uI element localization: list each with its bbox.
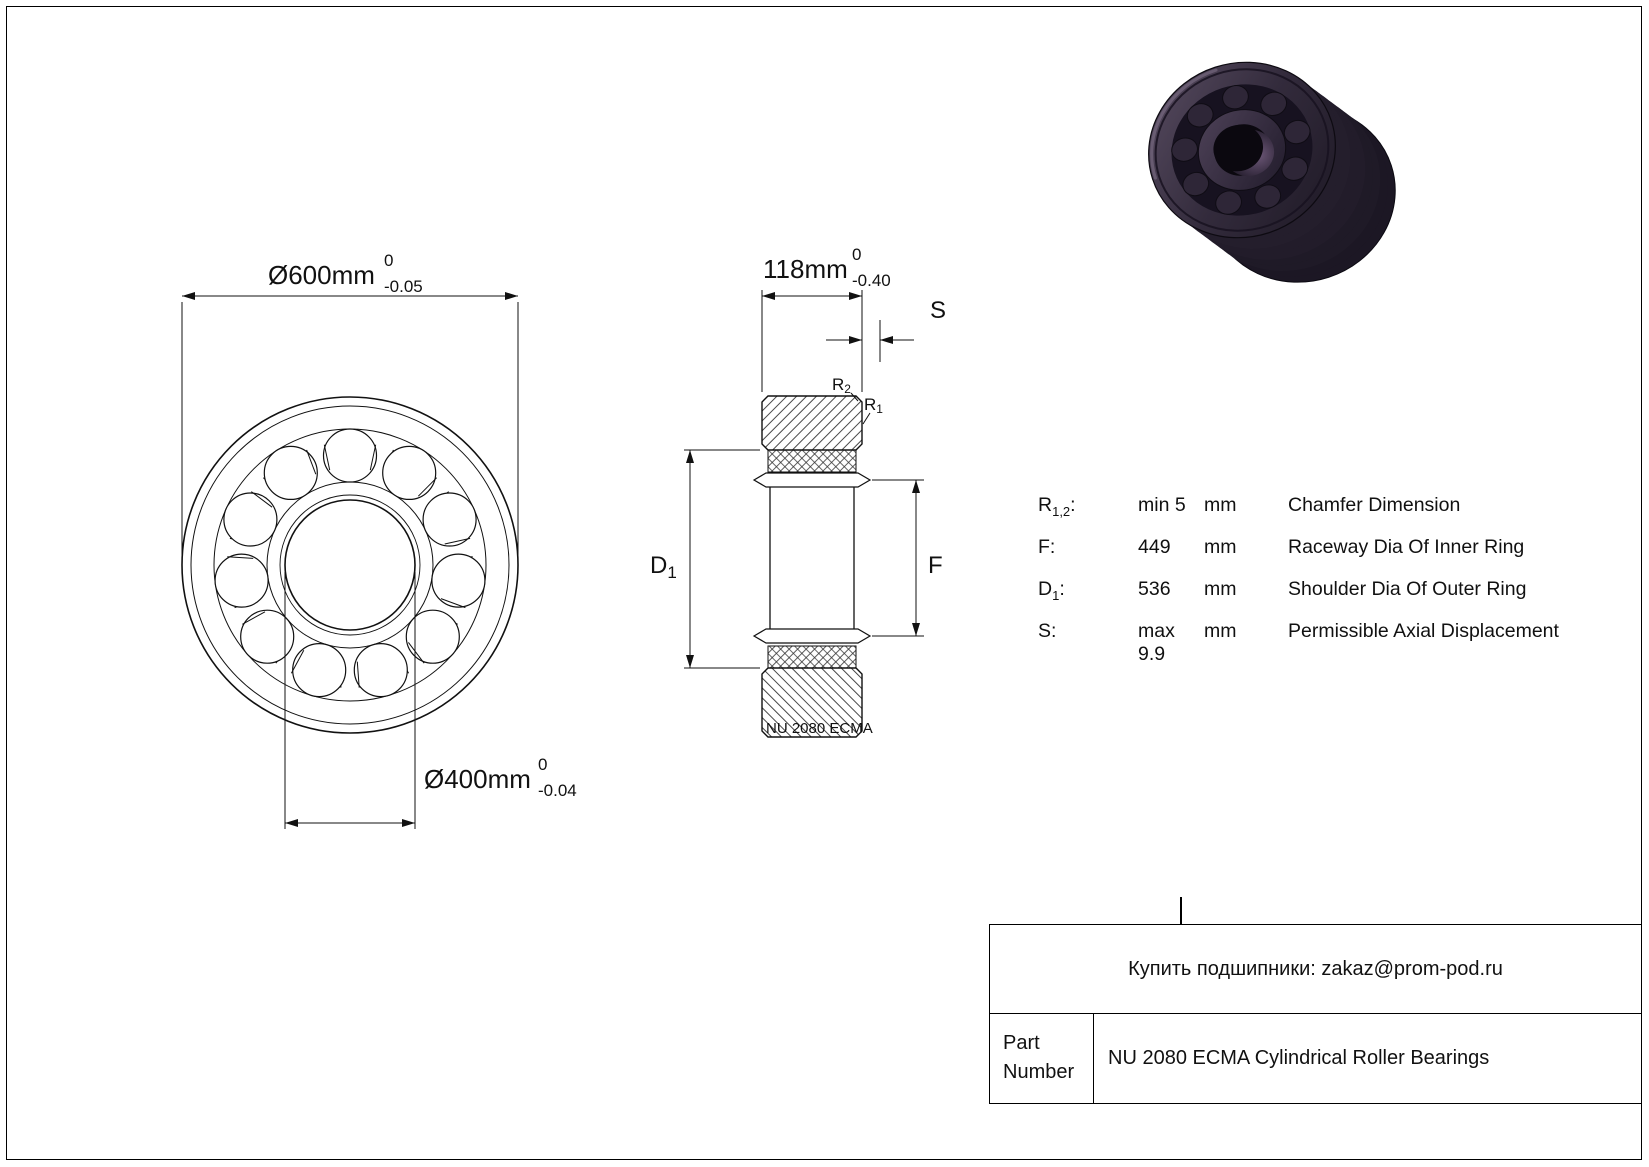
axial-displacement-label: S <box>930 297 946 324</box>
rim-highlight <box>1150 68 1218 180</box>
watermark-text: NU 2080 ECMA <box>766 720 873 737</box>
front-view <box>181 396 519 734</box>
arrowhead <box>762 292 775 300</box>
bore-diameter-tol-top: 0 <box>538 755 547 774</box>
arrowhead <box>880 336 893 344</box>
outer-diameter-text: Ø600mm <box>268 260 375 290</box>
section-view: NU 2080 ECMA <box>752 395 873 738</box>
shoulder-diameter-label: D1 <box>650 552 677 582</box>
table-row: D1: 536 mm Shoulder Dia Of Outer Ring <box>1038 578 1620 603</box>
shoulder-diameter-dimension <box>684 449 760 669</box>
arrowhead <box>849 292 862 300</box>
table-row: F: 449 mm Raceway Dia Of Inner Ring <box>1038 536 1620 561</box>
spec-param: D1: <box>1038 577 1065 603</box>
width-tol-bottom: -0.40 <box>852 271 891 290</box>
spec-value: 449 <box>1138 535 1171 558</box>
spec-param: S: <box>1038 619 1057 642</box>
cage-section-bottom <box>767 645 857 669</box>
part-number-value-cell: NU 2080 ECMA Cylindrical Roller Bearings <box>1094 1014 1641 1103</box>
raceway-edge-bottom <box>752 628 872 644</box>
chamfer-r2-label: R2 <box>832 375 851 396</box>
arrowhead <box>686 450 694 463</box>
bearing-3d-render <box>1148 61 1396 283</box>
roller-section <box>769 479 855 637</box>
spec-description: Raceway Dia Of Inner Ring <box>1288 535 1525 558</box>
spec-value: max 9.9 <box>1138 619 1175 665</box>
rollers-3d <box>1171 85 1311 215</box>
spec-unit: mm <box>1204 619 1237 642</box>
arrowhead <box>285 819 298 827</box>
arrowhead <box>505 292 518 300</box>
r2-leader-line <box>850 392 859 402</box>
spec-param: R1,2: <box>1038 494 1076 519</box>
arrowhead <box>686 655 694 668</box>
cage-section-top <box>767 449 857 473</box>
arrowhead <box>912 623 920 636</box>
spec-table: R1,2: min 5 mm Chamfer Dimension F: 449 … <box>1038 494 1620 683</box>
title-block-tick <box>1180 897 1182 925</box>
width-dimension <box>761 290 863 392</box>
table-row: S: max 9.9 mm Permissible Axial Displace… <box>1038 620 1620 666</box>
outer-ring-section <box>761 395 863 451</box>
arrowhead <box>912 480 920 493</box>
chamfer-r1-label: R1 <box>864 395 883 416</box>
spec-value: 536 <box>1138 577 1171 600</box>
outer-diameter-tol-top: 0 <box>384 251 393 270</box>
table-row: R1,2: min 5 mm Chamfer Dimension <box>1038 494 1620 519</box>
arrowhead <box>402 819 415 827</box>
spec-unit: mm <box>1204 494 1237 516</box>
part-number-label: Part Number <box>1003 1032 1075 1083</box>
raceway-diameter-label: F <box>928 552 943 579</box>
inner-ring-section <box>761 667 863 738</box>
part-number-label-cell: Part Number <box>990 1013 1094 1103</box>
width-dimension-text: 118mm <box>763 254 848 284</box>
part-number-box: Part Number NU 2080 ECMA Cylindrical Rol… <box>989 1012 1642 1104</box>
spec-param: F: <box>1038 535 1056 558</box>
outer-diameter-dimension <box>181 295 519 558</box>
arrowhead <box>849 336 862 344</box>
contact-box: Купить подшипники: zakaz@prom-pod.ru <box>989 924 1642 1014</box>
outer-diameter-tol-bottom: -0.05 <box>384 277 423 296</box>
bore-diameter-text: Ø400mm <box>424 764 531 794</box>
spec-description: Chamfer Dimension <box>1288 494 1461 516</box>
rollers-and-cage <box>214 428 486 698</box>
contact-text: Купить подшипники: zakaz@prom-pod.ru <box>1128 957 1503 980</box>
axial-displacement-dimension <box>826 320 914 362</box>
part-number-value: NU 2080 ECMA Cylindrical Roller Bearings <box>1108 1046 1490 1069</box>
bore-diameter-dimension <box>284 572 416 829</box>
spec-unit: mm <box>1204 577 1237 600</box>
spec-description: Permissible Axial Displacement <box>1288 619 1559 642</box>
bore-diameter-tol-bottom: -0.04 <box>538 781 577 800</box>
r1-leader-line <box>862 412 871 425</box>
raceway-edge-top <box>752 472 872 488</box>
spec-value: min 5 <box>1138 494 1186 516</box>
raceway-diameter-dimension <box>872 479 924 637</box>
width-tol-top: 0 <box>852 245 861 264</box>
spec-description: Shoulder Dia Of Outer Ring <box>1288 577 1527 600</box>
spec-unit: mm <box>1204 535 1237 558</box>
arrowhead <box>182 292 195 300</box>
